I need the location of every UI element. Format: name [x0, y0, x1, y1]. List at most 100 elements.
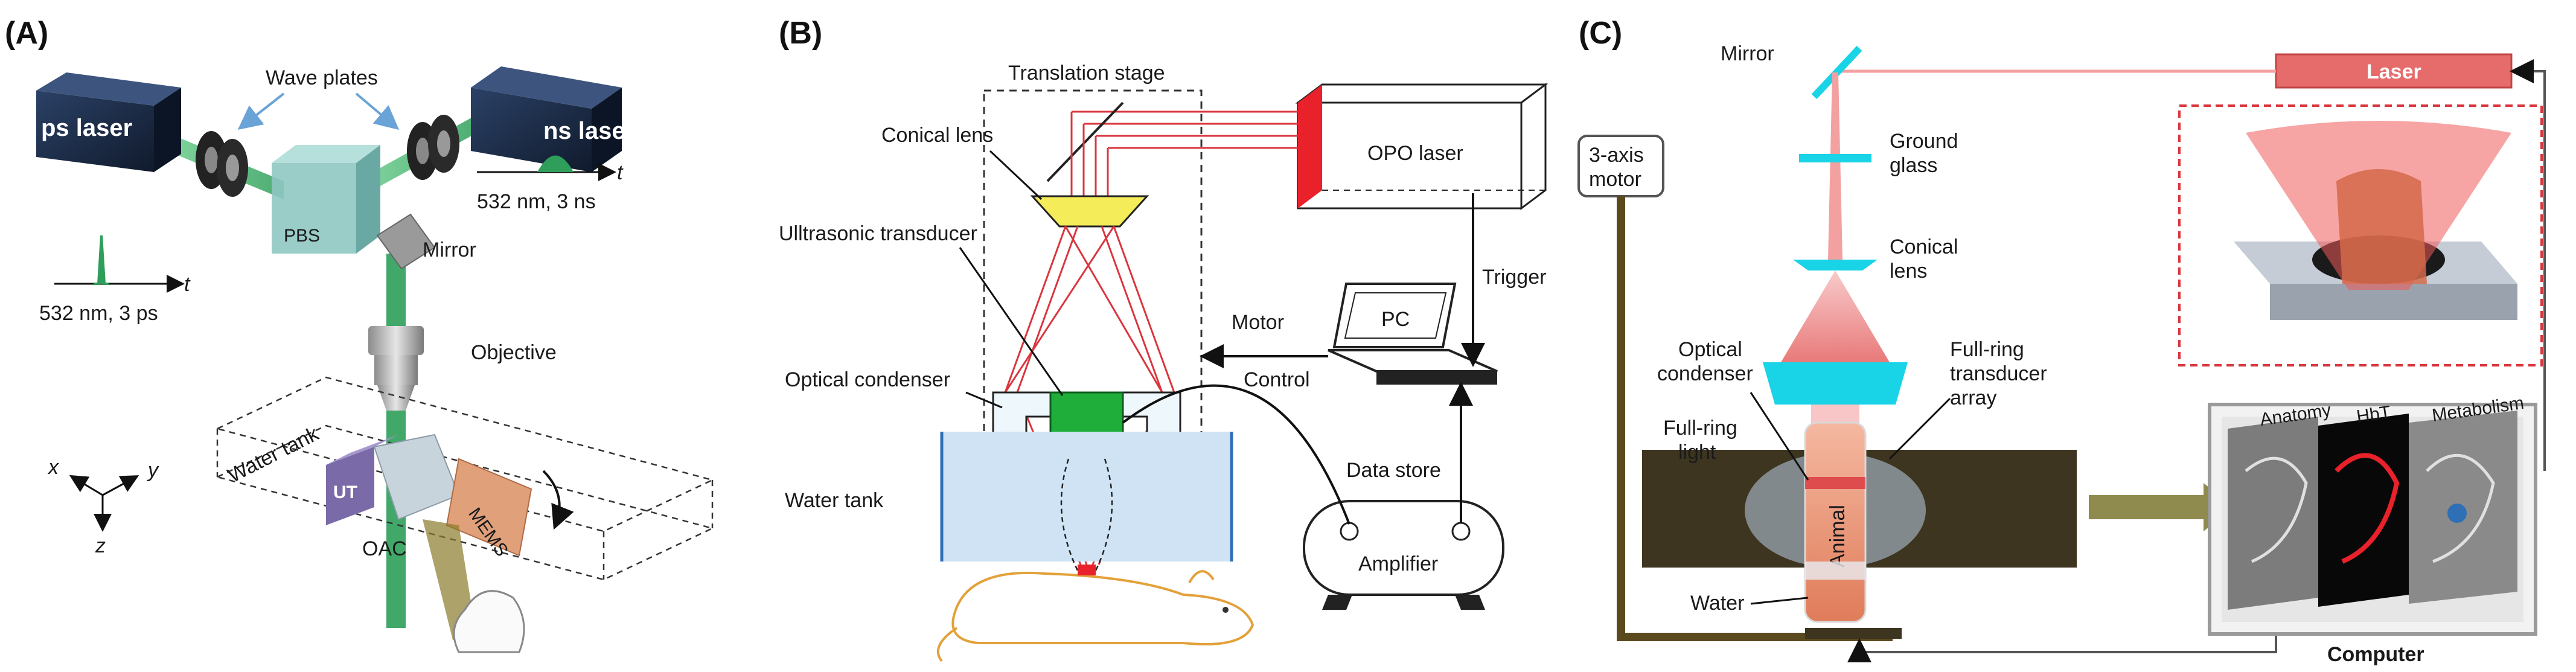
- water-tank-label: Water tank: [224, 422, 322, 487]
- animal-label: Animal: [1826, 505, 1849, 568]
- condenser-c-label-2: condenser: [1657, 362, 1753, 385]
- computer-to-motor-link: [1847, 634, 2277, 662]
- condenser-c-pointer: [1750, 392, 1809, 481]
- conical-lens-c-label-1: Conical: [1890, 235, 1958, 258]
- ring-light-label-2: light: [1678, 441, 1716, 464]
- computer-label: Computer: [2327, 643, 2424, 666]
- computer-to-laser-link: [2510, 59, 2546, 471]
- motor-label-2: motor: [1589, 168, 1641, 191]
- output-arrow: [2089, 483, 2234, 531]
- cone-beam: [1781, 270, 1890, 362]
- ultrasound-transducer: UT: [326, 435, 398, 525]
- ground-glass-label-1: Ground: [1890, 130, 1958, 153]
- axis-y-label: y: [147, 459, 159, 482]
- oac-label: OAC: [362, 537, 407, 560]
- laser-box: [2275, 53, 2513, 89]
- wave-plate-right-icon: [407, 115, 459, 180]
- wave-plate-pointer: [237, 92, 285, 130]
- inset-mouse: [2336, 169, 2427, 284]
- wave-plate-left-icon: [196, 131, 248, 197]
- amplifier-label: Amplifier: [1358, 552, 1438, 575]
- stage-mirror: [1046, 101, 1124, 182]
- axis-x-label: x: [47, 456, 59, 479]
- motor-label-1: 3-axis: [1589, 144, 1644, 167]
- ns-pulse-label: 532 nm, 3 ns: [477, 190, 596, 213]
- panel-c: (C) Laser Mirror Ground glass Conical le…: [1577, 16, 2546, 666]
- vertical-beams: [1070, 112, 1109, 196]
- wave-plate-pointer: [355, 92, 400, 130]
- coordinate-axes-icon: [69, 475, 139, 532]
- condenser-label: Optical condenser: [785, 368, 950, 391]
- laser-beams: [1072, 110, 1298, 149]
- ns-pulse-plot: t 532 nm, 3 ns: [477, 155, 624, 213]
- ps-laser-label: ps laser: [41, 115, 132, 141]
- motor-label: Motor: [1232, 311, 1284, 334]
- ps-pulse-label: 532 nm, 3 ps: [39, 302, 158, 325]
- mouse-icon: [936, 565, 1254, 662]
- panel-c-id: (C): [1579, 16, 1622, 51]
- transducer-label: Ulltrasonic transducer: [779, 222, 977, 245]
- transducer-cable: [1122, 384, 1350, 525]
- conical-lens-c-label-2: lens: [1890, 260, 1927, 283]
- mirror-icon: [376, 213, 436, 270]
- ps-t-label: t: [184, 273, 191, 296]
- control-label: Control: [1244, 368, 1310, 391]
- optical-condenser-c: [1763, 362, 1908, 405]
- trigger-label: Trigger: [1482, 266, 1546, 289]
- panel-a: (A) ps laser ns laser: [5, 16, 715, 653]
- ns-laser: ns laser: [471, 66, 634, 172]
- ring-light-label-1: Full-ring: [1663, 417, 1737, 440]
- panel-b-id: (B): [779, 16, 822, 51]
- water-tank-label-b: Water tank: [785, 489, 884, 512]
- water-label: Water: [1690, 592, 1744, 615]
- mouse-outline: [453, 590, 525, 653]
- ground-glass-icon: [1799, 154, 1871, 162]
- conical-lens-pointer: [989, 150, 1043, 200]
- result-image-anatomy: [2228, 417, 2318, 610]
- ring-array-label-1: Full-ring: [1950, 338, 2024, 361]
- panel-a-id: (A): [5, 16, 48, 51]
- conical-lens-label: Conical lens: [881, 124, 993, 147]
- data-store-label: Data store: [1346, 459, 1441, 482]
- transducer-pointer: [959, 247, 1064, 396]
- mirror-label: Mirror: [423, 238, 476, 261]
- result-image-metabolism: [2409, 411, 2517, 604]
- conical-lens-icon: [1030, 195, 1149, 228]
- water-tank: [942, 432, 1232, 562]
- opo-laser: OPO laser: [1295, 83, 1548, 210]
- wave-plates-label: Wave plates: [266, 66, 378, 89]
- result-image-hbt: [2318, 414, 2409, 607]
- pbs-label: PBS: [284, 226, 320, 246]
- hbt-label: HbT: [2355, 402, 2392, 427]
- ps-pulse-plot: t 532 nm, 3 ps: [39, 235, 191, 325]
- translation-stage-label: Translation stage: [1008, 62, 1165, 85]
- mirror-c-label: Mirror: [1721, 42, 1774, 65]
- computer-monitor: Anatomy HbT Metabolism: [2208, 393, 2537, 636]
- condenser-c-label-1: Optical: [1678, 338, 1742, 361]
- scanned-beam: [423, 519, 477, 640]
- vertical-beam-c: [1828, 72, 1843, 260]
- objective-lens-icon: [368, 326, 424, 411]
- ut-label: UT: [333, 482, 357, 502]
- ring-array-pointer: [1888, 397, 1951, 460]
- laser-label: Laser: [2367, 60, 2421, 83]
- opo-laser-label: OPO laser: [1367, 142, 1463, 165]
- motor-arm: [1617, 196, 1893, 641]
- conical-lens-c-icon: [1793, 260, 1878, 270]
- panel-b: (B) Translation stage OPO laser: [779, 16, 1548, 662]
- axis-z-label: z: [95, 534, 106, 557]
- pc-label: PC: [1381, 308, 1410, 331]
- ns-laser-label: ns laser: [543, 118, 634, 144]
- ns-t-label: t: [617, 161, 624, 184]
- ps-laser: ps laser: [36, 72, 181, 172]
- scan-arrow: [542, 470, 574, 530]
- pc-laptop-icon: PC: [1328, 283, 1498, 385]
- amplifier-icon: Amplifier: [1303, 500, 1504, 610]
- condenser-pointer: [965, 391, 1003, 409]
- objective-label: Objective: [471, 341, 557, 364]
- light-ring-band: [1805, 477, 1865, 489]
- ground-glass-label-2: glass: [1890, 154, 1937, 177]
- ring-array-label-3: array: [1950, 386, 1996, 409]
- ring-array-label-2: transducer: [1950, 362, 2047, 385]
